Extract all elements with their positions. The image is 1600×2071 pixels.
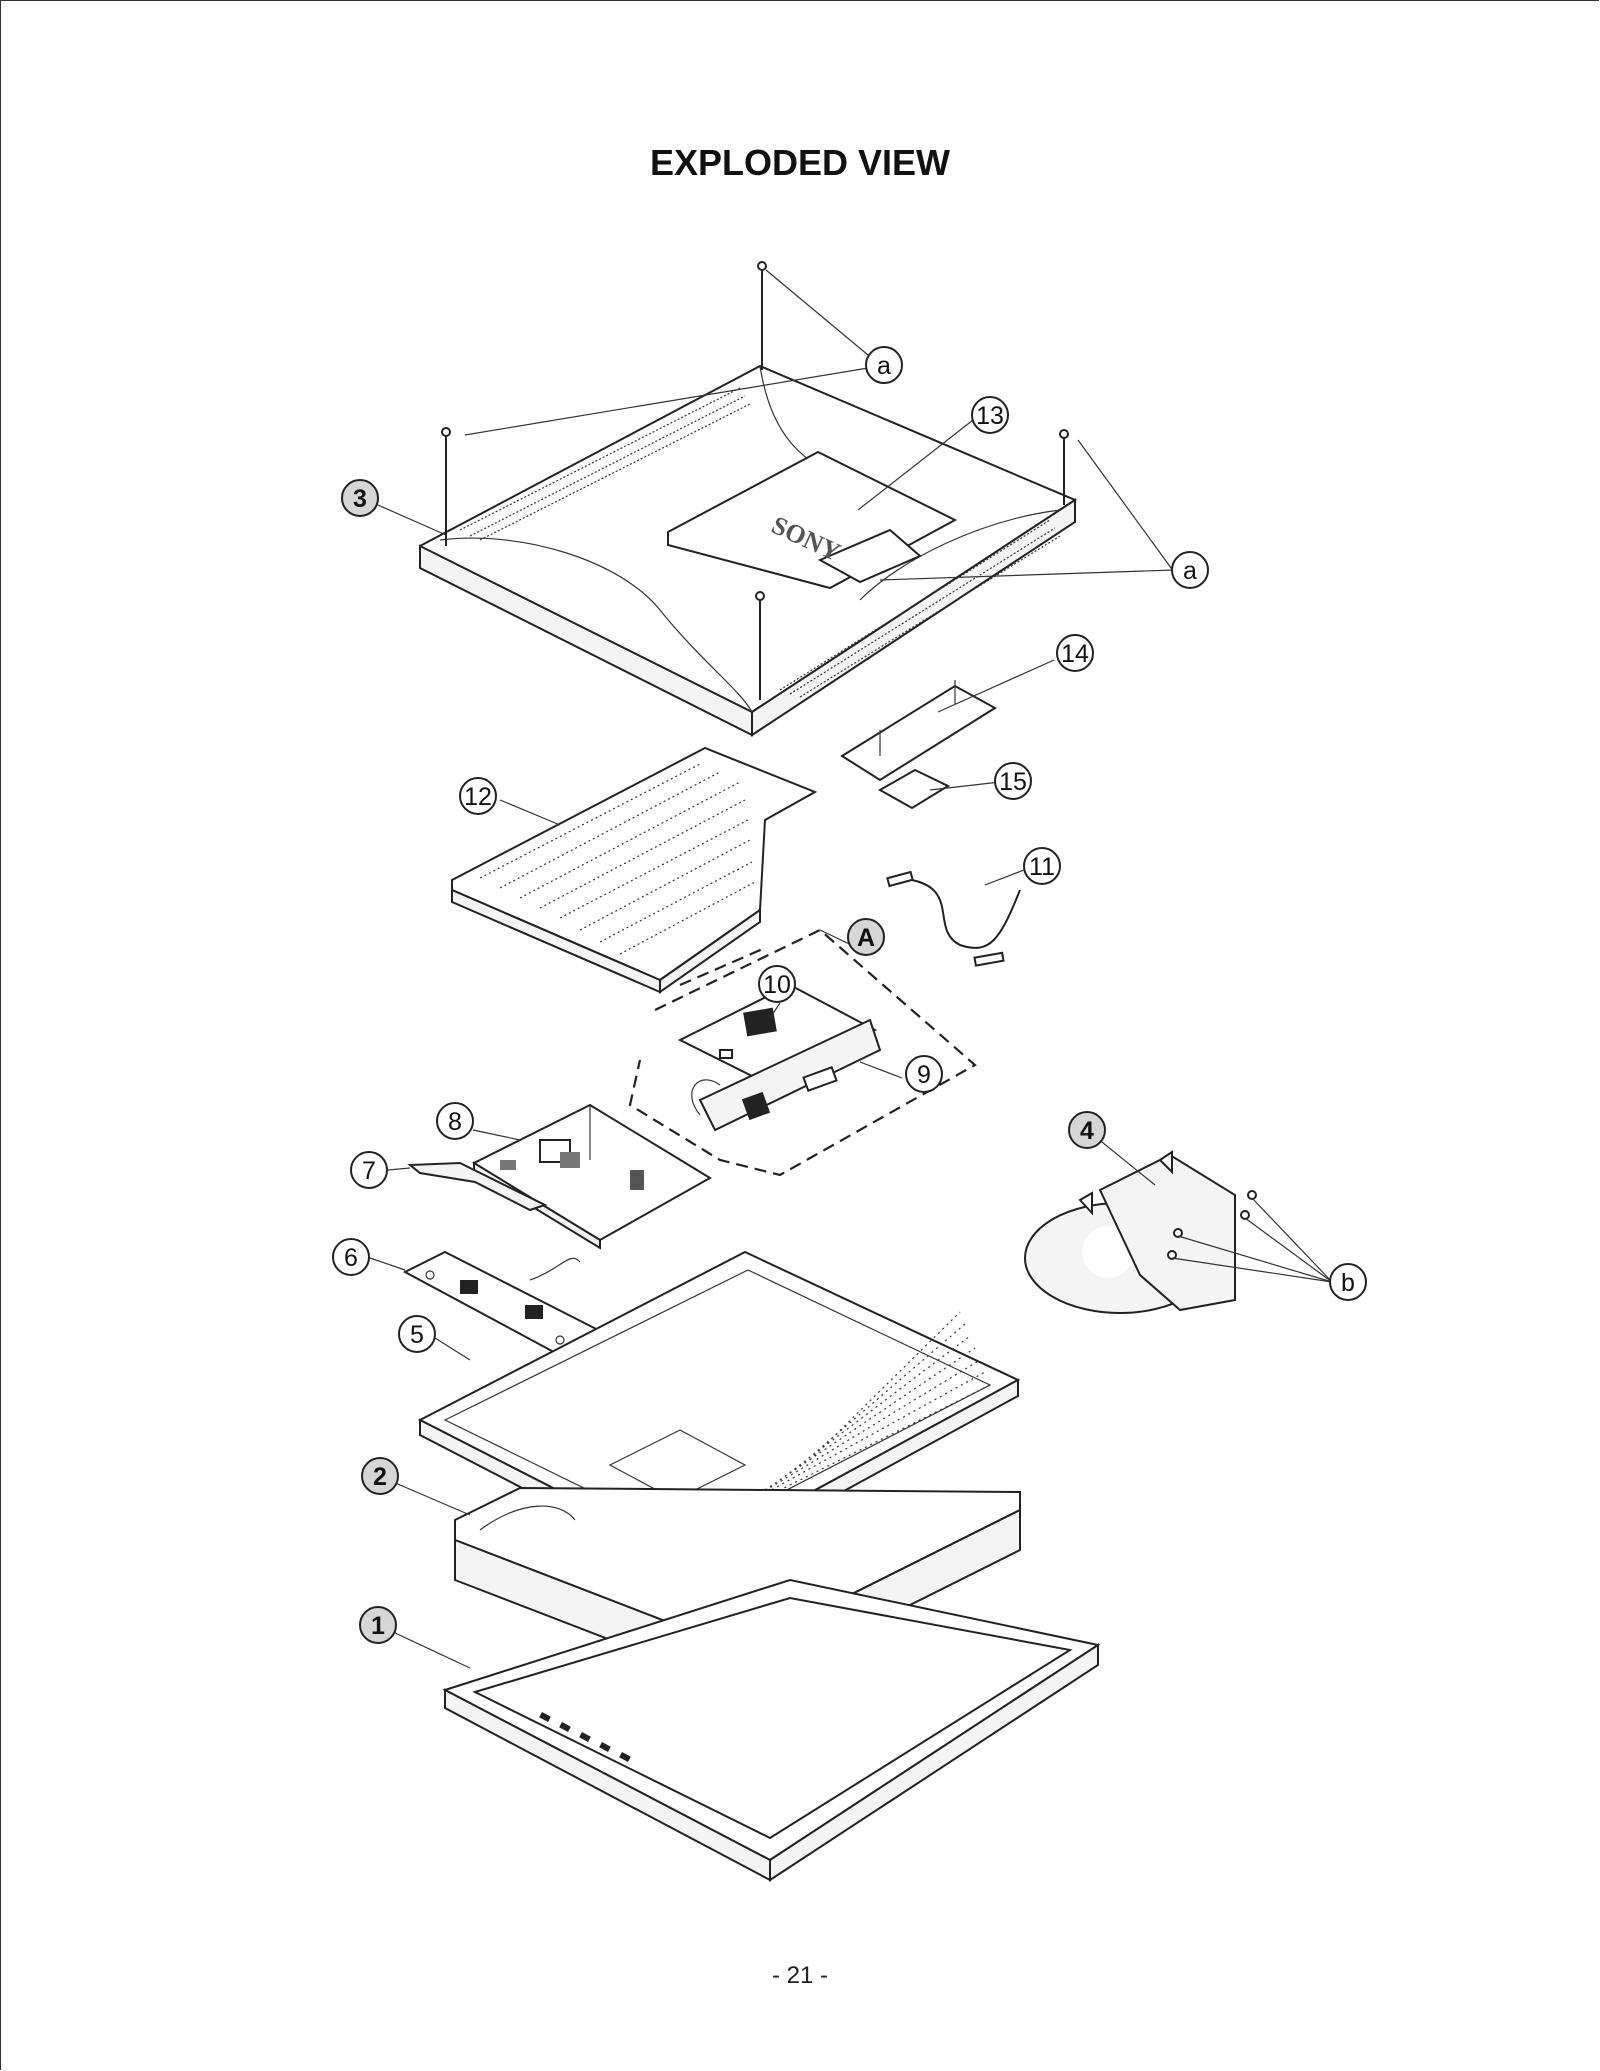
svg-text:3: 3 — [353, 485, 367, 513]
svg-text:15: 15 — [999, 768, 1027, 796]
callout-6: 6 — [332, 1238, 370, 1276]
callout-2: 2 — [361, 1457, 399, 1495]
bracket-15 — [877, 768, 951, 810]
front-bezel-1 — [442, 1578, 1101, 1882]
callout-7: 7 — [350, 1151, 388, 1189]
svg-text:9: 9 — [917, 1061, 931, 1089]
main-board-10 — [677, 983, 878, 1087]
screws-a — [441, 261, 1069, 700]
callout-1: 1 — [359, 1606, 397, 1644]
svg-text:10: 10 — [763, 971, 791, 999]
callout-5: 5 — [398, 1315, 436, 1353]
page-number: - 21 - — [771, 1962, 828, 1989]
shield-cover — [451, 746, 818, 994]
callout-A: A — [847, 918, 885, 956]
callout-12: 12 — [459, 777, 497, 815]
callout-8: 8 — [436, 1102, 474, 1140]
svg-text:2: 2 — [373, 1463, 387, 1491]
callout-a-top: a — [865, 346, 903, 384]
svg-text:A: A — [857, 924, 875, 952]
callout-15: 15 — [994, 762, 1032, 800]
callout-11: 11 — [1023, 847, 1061, 885]
svg-text:a: a — [1183, 557, 1197, 585]
callout-13: 13 — [971, 396, 1009, 434]
svg-text:6: 6 — [344, 1244, 358, 1272]
strip-7 — [407, 1161, 548, 1212]
cable-11 — [886, 870, 1021, 967]
callout-3: 3 — [341, 479, 379, 517]
power-board-8 — [471, 1103, 712, 1250]
callout-a-right: a — [1171, 551, 1209, 589]
svg-text:13: 13 — [976, 402, 1004, 430]
callout-10: 10 — [758, 965, 796, 1003]
svg-text:11: 11 — [1029, 853, 1055, 881]
page-title: EXPLODED VIEW — [649, 142, 951, 183]
svg-text:1: 1 — [371, 1612, 385, 1640]
rear-cover: SONY — [418, 364, 1078, 737]
callout-b: b — [1329, 1263, 1367, 1301]
svg-text:5: 5 — [410, 1321, 424, 1349]
bracket-14 — [840, 680, 997, 782]
svg-text:b: b — [1341, 1269, 1355, 1297]
svg-text:12: 12 — [464, 783, 492, 811]
svg-text:14: 14 — [1061, 640, 1089, 668]
stand-4 — [1024, 1150, 1236, 1314]
svg-text:4: 4 — [1080, 1117, 1094, 1145]
callout-4: 4 — [1068, 1111, 1106, 1149]
svg-text:7: 7 — [362, 1157, 376, 1185]
callout-9: 9 — [905, 1055, 943, 1093]
io-bracket-9 — [691, 1018, 882, 1132]
callout-14: 14 — [1056, 634, 1094, 672]
svg-text:8: 8 — [448, 1108, 462, 1136]
leader-lines — [369, 269, 1333, 1669]
screws-b — [1167, 1190, 1257, 1260]
svg-text:a: a — [877, 352, 891, 380]
